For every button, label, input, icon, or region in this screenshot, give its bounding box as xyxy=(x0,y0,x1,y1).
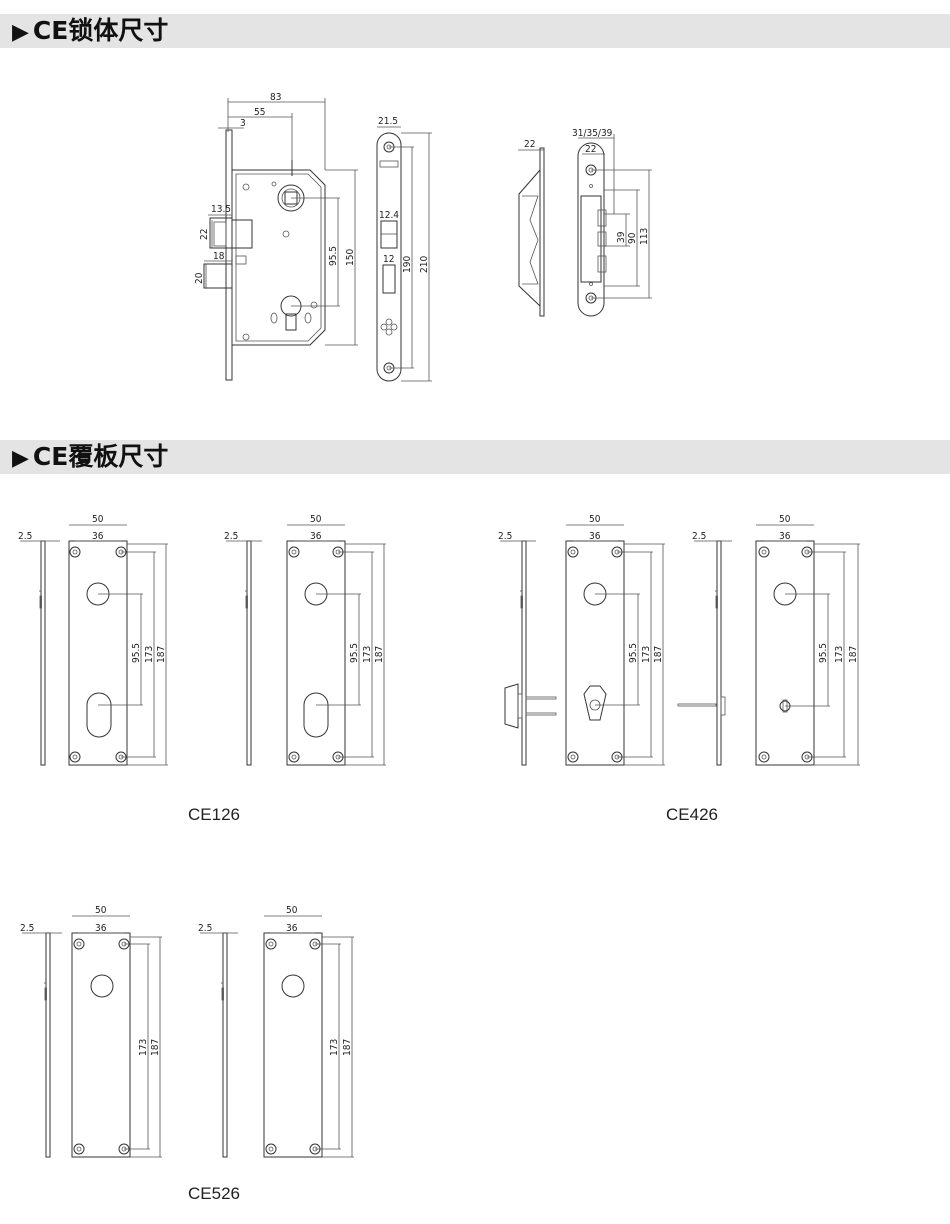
dim-label: 36 xyxy=(779,531,791,542)
cylinder-cutout xyxy=(303,692,329,738)
dim-label: 39 xyxy=(616,231,627,243)
lock-case xyxy=(231,169,326,346)
dim-label: 95.5 xyxy=(818,643,829,663)
dim-label: 50 xyxy=(589,514,601,525)
dim-label: 150 xyxy=(345,249,356,266)
thumb-turn-knob xyxy=(504,683,519,729)
strike-side-view: 22 xyxy=(518,139,545,317)
dim-label: 36 xyxy=(286,923,298,934)
dim-label: 18 xyxy=(213,251,225,262)
dim-label: 50 xyxy=(779,514,791,525)
lock-faceplate-front-view: 21.5 12.4 12 190 210 xyxy=(376,116,432,382)
cover-plate-ce526: 2.5 50 36 173 187 xyxy=(198,905,354,1158)
play-arrow-icon: ▶ xyxy=(12,20,29,45)
dim-label: 95.5 xyxy=(131,643,142,663)
dim-label: 21.5 xyxy=(378,116,398,127)
section-header-lock-body: ▶CE锁体尺寸 xyxy=(0,14,950,48)
dim-label: 22 xyxy=(199,229,210,240)
bolt-opening xyxy=(382,264,396,294)
dim-label: 190 xyxy=(402,256,413,273)
dim-label: 187 xyxy=(653,646,664,663)
cylinder-cutout xyxy=(86,692,112,738)
dim-label: 36 xyxy=(95,923,107,934)
model-label-ce126: CE126 xyxy=(188,805,240,824)
latch-opening xyxy=(380,220,398,249)
dim-label: 173 xyxy=(362,646,373,663)
dim-label: 187 xyxy=(150,1039,161,1056)
dim-label: 50 xyxy=(286,905,298,916)
spindle-hole xyxy=(281,974,305,998)
dim-label: 173 xyxy=(138,1039,149,1056)
dim-label: 2.5 xyxy=(18,531,32,542)
dim-label: 36 xyxy=(92,531,104,542)
dim-label: 90 xyxy=(627,232,638,244)
thumb-turn-icon xyxy=(583,685,607,721)
dim-label: 50 xyxy=(95,905,107,916)
dim-label: 173 xyxy=(144,646,155,663)
dim-label: 2.5 xyxy=(198,923,212,934)
dim-label: 95.5 xyxy=(628,643,639,663)
brand-mark xyxy=(379,160,399,168)
strike-plate-front-view: 22 31/35/39 39 90 113 xyxy=(572,128,652,317)
cover-plate-ce426-thumbturn: 2.5 50 36 95.5 173 187 xyxy=(498,514,665,766)
dim-label: 31/35/39 xyxy=(572,128,613,139)
dim-label: 187 xyxy=(374,646,385,663)
faceplate-outline xyxy=(376,132,402,382)
strike-box-profile xyxy=(518,169,541,307)
dim-label: 2.5 xyxy=(224,531,238,542)
dim-label: 20 xyxy=(194,272,205,284)
dim-label: 50 xyxy=(310,514,322,525)
dim-label: 210 xyxy=(419,256,430,273)
dim-label: 187 xyxy=(848,646,859,663)
plate-outline xyxy=(263,932,323,1158)
plate-outline xyxy=(71,932,131,1158)
dim-label: 113 xyxy=(639,228,650,245)
dim-label: 173 xyxy=(834,646,845,663)
dim-label: 187 xyxy=(342,1039,353,1056)
lock-faceplate-edge xyxy=(225,129,233,381)
cover-plate-ce126-cylinder: 2.5 50 36 95.5 173 187 xyxy=(18,514,168,766)
dim-label: 22 xyxy=(585,144,596,155)
plate-outline xyxy=(565,540,625,766)
dim-label: 2.5 xyxy=(692,531,706,542)
dim-label: 83 xyxy=(270,92,281,103)
latch-bolt xyxy=(231,219,253,249)
model-label-ce426: CE426 xyxy=(666,805,718,824)
section-title: ▶CE覆板尺寸 xyxy=(12,442,169,471)
dim-label: 173 xyxy=(329,1039,340,1056)
cover-plate-ce526: 2.5 50 36 173 187 xyxy=(20,905,162,1158)
dim-label: 2.5 xyxy=(498,531,512,542)
dim-label: 12.4 xyxy=(379,210,399,221)
dim-label: 55 xyxy=(254,107,265,118)
dim-label: 95.5 xyxy=(328,246,339,266)
cover-plate-ce426-release: 2.5 50 36 95.5 173 187 xyxy=(677,514,860,766)
plate-outline xyxy=(755,540,815,766)
cover-plate-ce126-cylinder: 2.5 50 36 95.5 173 187 xyxy=(224,514,386,766)
dim-label: 3 xyxy=(240,118,246,129)
dim-label: 13.5 xyxy=(211,204,231,215)
dead-bolt xyxy=(203,263,233,289)
model-label-ce526: CE526 xyxy=(188,1184,240,1203)
dim-label: 22 xyxy=(524,139,535,150)
plate-outline xyxy=(286,540,346,766)
dim-label: 12 xyxy=(383,254,394,265)
lock-body-front-view: 83 55 3 13.5 22 18 20 95.5 150 xyxy=(194,92,358,381)
section-title: ▶CE锁体尺寸 xyxy=(12,16,169,45)
dim-label: 50 xyxy=(92,514,104,525)
dim-label: 36 xyxy=(310,531,322,542)
dim-label: 187 xyxy=(156,646,167,663)
dim-label: 36 xyxy=(589,531,601,542)
spindle-hole xyxy=(90,974,114,998)
strike-opening xyxy=(580,195,602,283)
dim-label: 173 xyxy=(641,646,652,663)
plate-outline xyxy=(68,540,128,766)
dim-label: 95.5 xyxy=(349,643,360,663)
dim-label: 2.5 xyxy=(20,923,34,934)
strike-plate-outline xyxy=(577,142,605,317)
play-arrow-icon: ▶ xyxy=(12,446,29,471)
section-header-cover-plate: ▶CE覆板尺寸 xyxy=(0,440,950,474)
